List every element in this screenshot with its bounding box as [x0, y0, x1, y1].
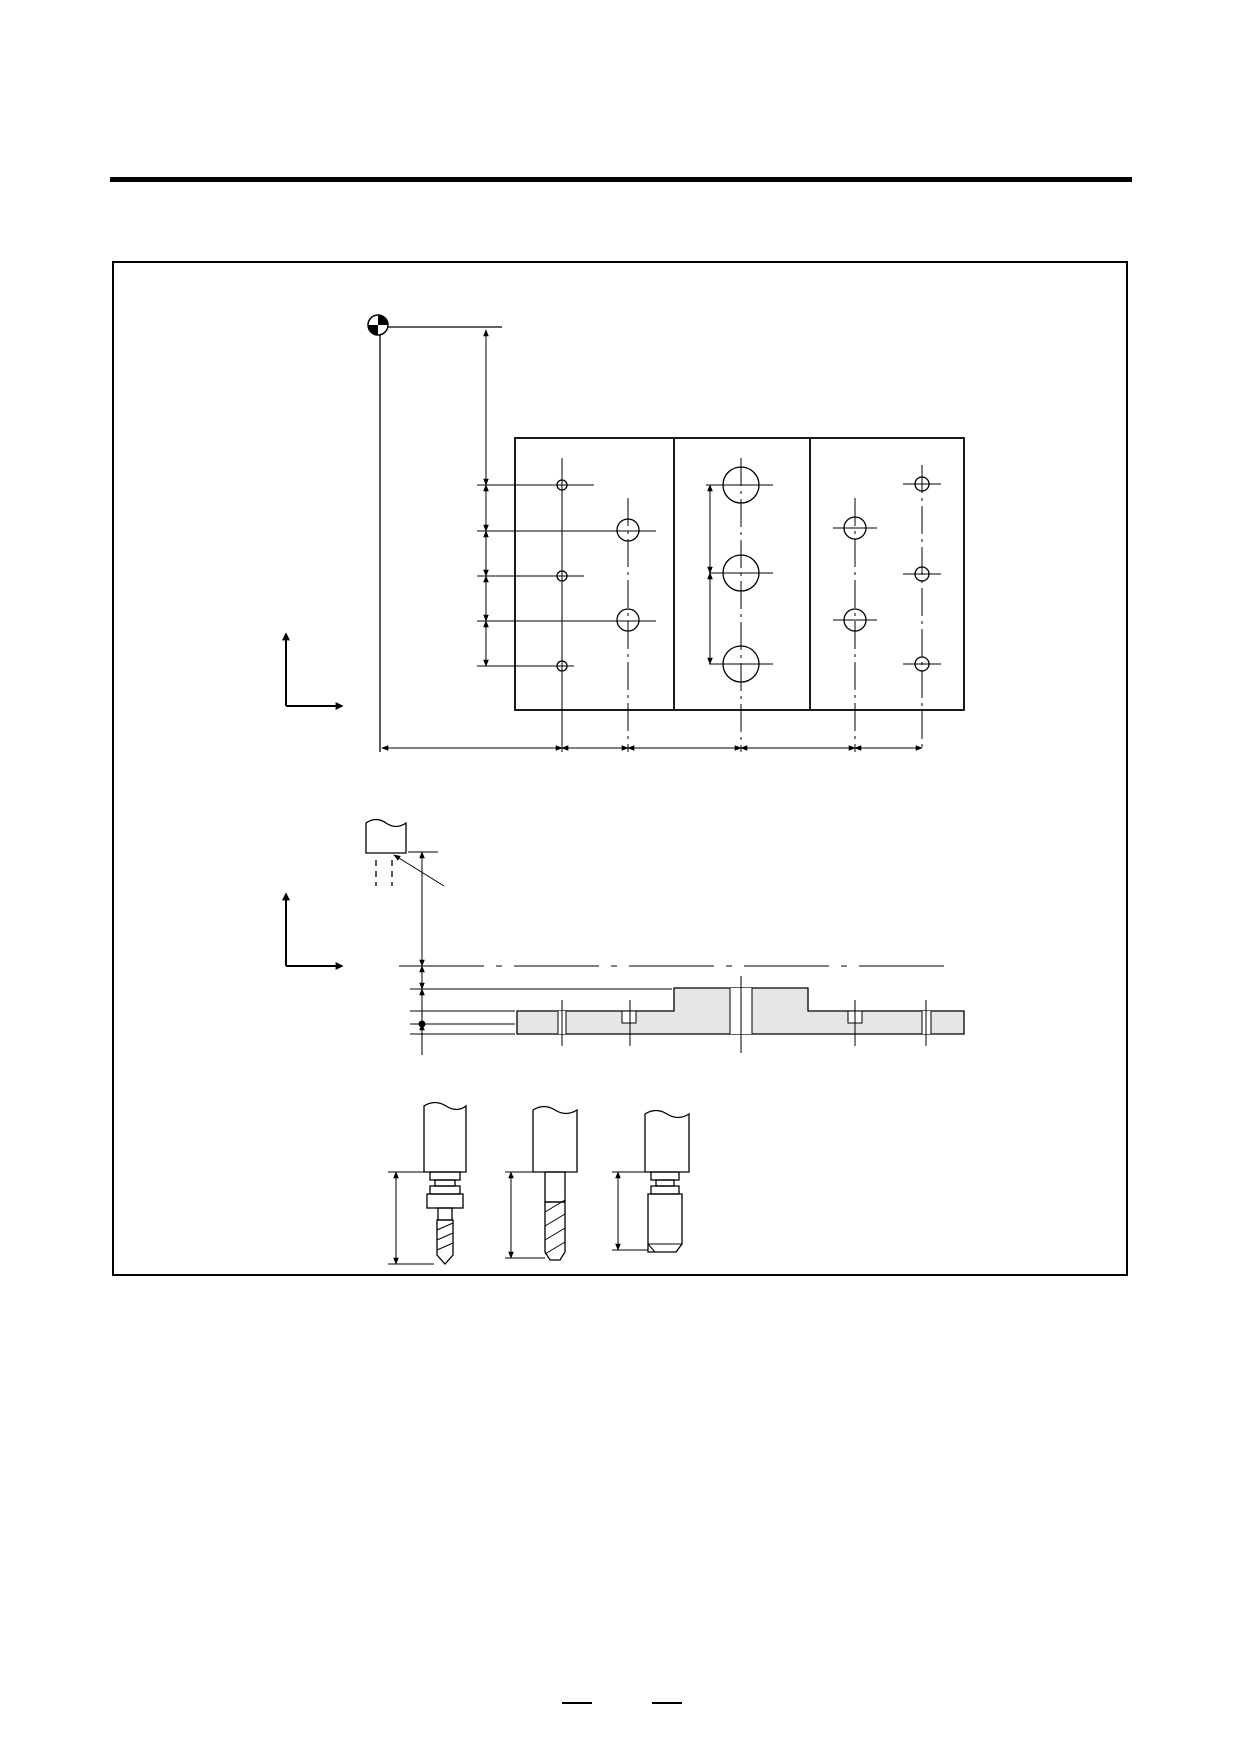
figure-frame	[112, 261, 1128, 1276]
counterbore-tool-icon	[612, 1109, 690, 1253]
header-rule	[110, 177, 1132, 182]
section-view	[282, 818, 965, 1055]
page-number-right-dash	[652, 1702, 682, 1704]
workpiece-section	[516, 976, 965, 1053]
vertical-center-lines	[561, 458, 923, 752]
tool-tip-symbol	[365, 818, 445, 887]
xy-axes-icon	[282, 632, 344, 710]
program-origin-icon	[367, 314, 389, 336]
xz-axes-icon	[282, 892, 344, 970]
workpiece-plan-outline	[514, 437, 965, 711]
plan-view	[282, 314, 965, 752]
tool-set	[388, 1101, 690, 1265]
center-drill-icon	[388, 1101, 467, 1265]
height-dimensions	[410, 851, 672, 1055]
drill-icon	[505, 1105, 578, 1261]
hole-center-lines	[477, 483, 941, 667]
page-number-left-dash	[562, 1702, 592, 1704]
hole-pattern	[556, 466, 930, 683]
